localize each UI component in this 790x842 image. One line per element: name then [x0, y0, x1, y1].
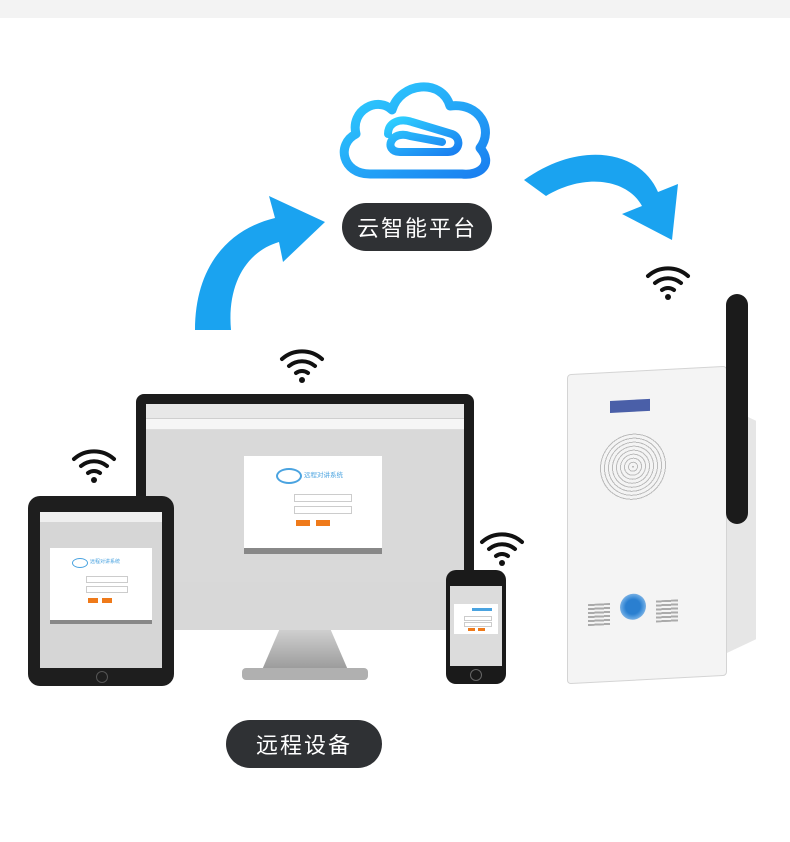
tablet-screen: 远程对讲系统 [40, 512, 162, 668]
monitor-base [242, 668, 368, 680]
wifi-icon [72, 449, 116, 483]
monitor-screen: 远程对讲系统 [146, 404, 464, 582]
login-button[interactable] [296, 520, 310, 526]
mic-grille-right [656, 599, 678, 623]
intercom-device [567, 365, 727, 685]
call-button[interactable] [620, 593, 646, 621]
arrow-up-icon [195, 196, 325, 330]
tablet-username-field[interactable] [86, 576, 128, 583]
cloud-platform-label: 云智能平台 [342, 203, 492, 251]
logo [276, 468, 302, 484]
password-field[interactable] [294, 506, 352, 514]
tablet-password-field[interactable] [86, 586, 128, 593]
tablet-reset-button[interactable] [102, 598, 112, 603]
remote-devices-label: 远程设备 [226, 720, 382, 768]
tablet-login-button[interactable] [88, 598, 98, 603]
cloud-icon [339, 82, 491, 179]
login-panel: 远程对讲系统 [244, 456, 382, 548]
monitor-chin [136, 582, 474, 630]
phone-screen [450, 586, 502, 666]
tablet-home-button [96, 671, 108, 683]
wifi-icon [280, 349, 324, 383]
phone-home-button [470, 669, 482, 681]
arrow-down-icon [524, 154, 678, 240]
system-title: 远程对讲系统 [304, 471, 343, 479]
wifi-icon [646, 266, 690, 300]
reset-button[interactable] [316, 520, 330, 526]
mic-grille-left [588, 602, 610, 627]
top-strip [0, 0, 790, 18]
speaker-grille [598, 429, 668, 504]
wifi-icon [480, 532, 524, 566]
username-field[interactable] [294, 494, 352, 502]
logo [72, 558, 88, 568]
monitor-stand [262, 630, 348, 670]
tablet-system-title: 远程对讲系统 [90, 559, 121, 565]
brand-badge [610, 398, 650, 413]
tablet-login-panel: 远程对讲系统 [50, 548, 152, 620]
antenna [726, 294, 748, 524]
